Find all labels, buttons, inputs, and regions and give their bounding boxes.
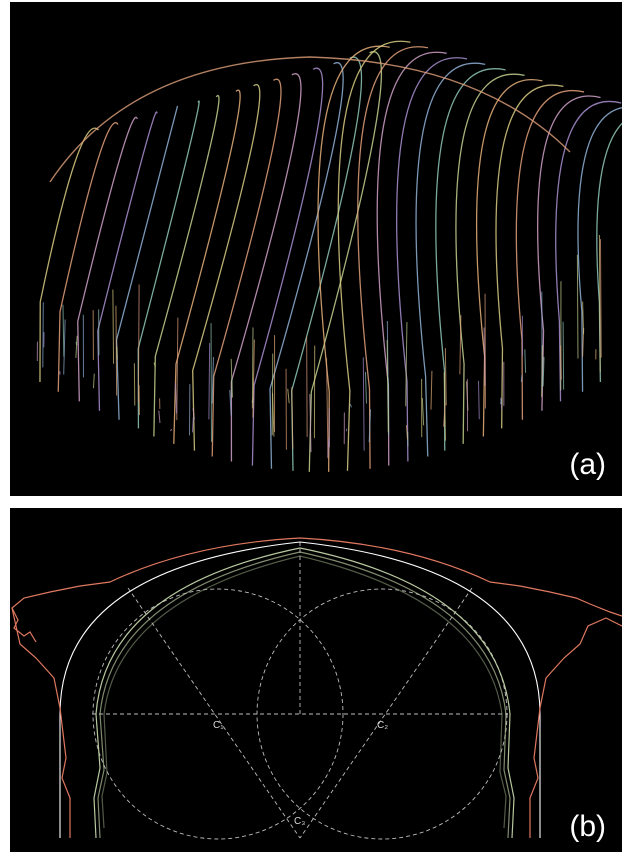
scan-wall-hatch [75,335,78,358]
scan-wall-hatch [500,398,503,405]
cross-section-diagram: C₁ C₂ C₃ [11,537,622,840]
scan-arch-rib [251,67,324,466]
scan-wall-hatch [599,239,602,358]
scan-arch-rib [308,51,383,472]
scan-wall-hatch [115,305,118,396]
scan-wall-hatch [576,254,579,359]
inner-surface-scan [93,547,515,839]
scan-wall-hatch [582,301,585,334]
scan-arch-rib [596,122,622,383]
scan-wall-hatch [92,373,95,389]
radius-line-right [299,587,473,839]
scan-arch-rib [115,105,179,420]
scan-wall-hatch [459,315,462,375]
scan-arch-rib [173,89,241,444]
scan-wall-hatch [362,357,365,451]
scan-wall-hatch [208,343,211,420]
scan-wall-hatch [191,417,194,433]
scan-wall-hatch [229,389,232,416]
scan-wall-hatch [272,393,275,437]
scan-arch-rib [230,73,302,462]
scan-wall-hatch [62,304,65,357]
scan-arch-rib [337,40,411,471]
scan-wall-hatch [562,321,565,390]
scan-wall-hatch [291,386,294,449]
scan-wall-hatch [327,438,330,458]
scan-wall-hatch [251,327,254,409]
scan-arch-rib [495,84,564,429]
scan-wall-hatch [524,349,527,373]
center-label-c1: C₁ [213,720,224,731]
outer-profile-scan [11,537,622,838]
scan-arch-rib [577,107,622,392]
panel-a-label: (a) [569,448,606,481]
scan-arch-rib [39,127,99,383]
scan-arch-rib [415,62,486,457]
scan-wall-hatch [326,358,329,459]
scan-arch-rib [455,73,525,444]
scan-arch-rib [97,111,158,411]
scan-vault-rim [49,56,571,183]
scan-wall-hatch [443,403,446,427]
scan-arch-rib [317,45,390,472]
scan-wall-hatch [63,319,66,375]
scan-arch-rib [291,56,363,471]
center-label-c2: C₂ [377,720,388,731]
scan-wall-hatch [483,327,486,386]
scan-arch-rib [475,79,543,437]
scan-wall-hatch [345,428,348,432]
scan-wall-hatch [542,357,545,387]
radius-line-left [127,587,301,839]
scan-wall-hatch [500,397,503,410]
center-label-c3: C₃ [294,816,305,827]
scan-wall-hatch [541,345,543,397]
scan-wall-hatch [349,403,352,408]
scan-wall-hatch [405,425,408,440]
panel-b-cross-section: C₁ C₂ C₃ (b) [10,508,622,852]
scan-arch-rib [396,57,468,462]
scan-wall-hatch [386,339,389,433]
scan-arch-rib [357,46,429,469]
scan-wall-hatch [158,410,161,424]
fitted-arch-outline [59,541,541,838]
scan-wall-hatch [309,393,312,453]
scan-arch-rib [77,116,138,402]
scan-arch-rib [137,100,200,429]
scan-wall-hatch [405,322,408,407]
panel-a-point-cloud: (a) [10,2,622,496]
scan-arch-rib [376,51,447,466]
scan-wall-hatch [170,428,173,432]
scan-arch-rib [537,95,601,411]
scan-arch-rib [57,122,119,392]
scan-wall-hatch [252,339,255,418]
scan-wall-hatch [368,409,372,443]
scan-arch-rib [192,84,261,451]
scan-wall-hatch [520,374,523,382]
scan-wall-hatch [153,362,156,368]
scan-wall-hatch [560,345,562,380]
scan-wall-hatch [430,370,433,410]
scan-arch-rib [211,78,282,457]
scan-wall-hatch [287,388,290,404]
construction-lines [92,542,508,840]
point-cloud-scan [36,40,622,472]
scan-wall-hatch [192,408,195,420]
scan-arch-rib [435,68,506,451]
scan-wall-hatch [137,284,140,403]
scan-wall-hatch [112,289,115,364]
scan-wall-hatch [211,356,214,404]
scan-arch-rib [269,62,344,469]
panel-b-label: (b) [569,810,606,843]
scan-wall-hatch [478,380,480,420]
scan-arch-rib [515,89,585,420]
scan-wall-hatch [364,372,367,404]
scan-wall-hatch [230,358,233,398]
scan-arch-rib [555,100,622,402]
scan-wall-hatch [598,235,601,372]
scan-wall-hatch [444,348,447,406]
scan-wall-hatch [175,383,178,414]
scan-wall-hatch [421,397,425,426]
scan-arch-rib [153,94,220,437]
scan-wall-hatch [176,317,179,421]
